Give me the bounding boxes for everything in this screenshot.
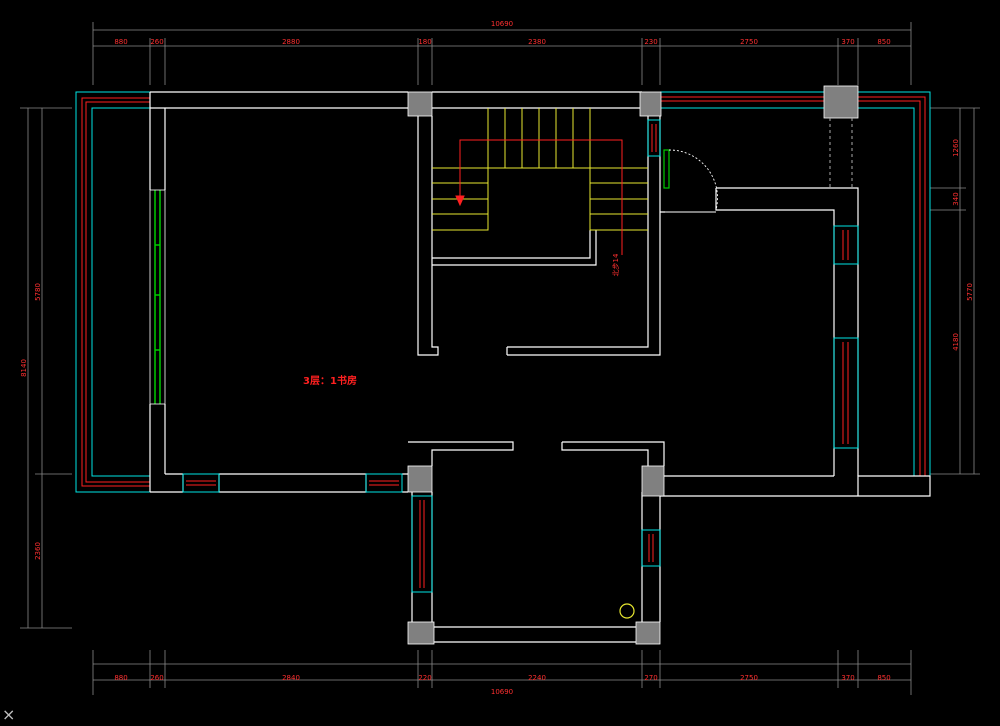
window [365,473,403,493]
dim-top-6: 230 [644,38,657,46]
dim-top-2: 260 [150,38,163,46]
column [639,91,662,117]
sliding-door-left [149,189,166,405]
dim-bottom-3: 2840 [282,674,300,682]
windows [182,118,859,593]
dim-bottom-8: 370 [841,674,854,682]
dim-right-sub: 5770 [966,283,974,301]
dim-top-7: 2750 [740,38,758,46]
room-label: 3层：1书房 [303,374,357,387]
window [411,495,433,593]
floor-drain-fixture [619,603,635,619]
dim-top-5: 2380 [528,38,546,46]
dim-top-8: 370 [841,38,854,46]
dim-top-3: 2880 [282,38,300,46]
dim-right-3: 4180 [952,333,960,351]
dim-top-9: 850 [877,38,890,46]
walls [149,91,931,643]
window [641,529,661,567]
dim-right-1: 1260 [952,139,960,157]
ucs-mark: × [2,705,15,724]
window [647,119,661,157]
dim-top-total: 10690 [491,20,513,28]
dim-bottom-2: 260 [150,674,163,682]
balcony-railing [75,91,931,493]
window [182,473,220,493]
structural-columns [407,85,859,645]
column [823,85,859,119]
dimension-texts: 10690 880 260 2880 180 2380 230 2750 370… [20,20,974,696]
stair-direction-arrow [455,139,623,255]
dim-bottom-6: 270 [644,674,657,682]
column [641,465,665,497]
dim-bottom-7: 2750 [740,674,758,682]
dim-top-1: 880 [114,38,127,46]
column [407,621,435,645]
dim-bottom-1: 880 [114,674,127,682]
dim-top-4: 180 [418,38,431,46]
column [635,621,661,645]
dim-left-1: 5780 [34,283,42,301]
stair-label: 北步14 [612,253,620,276]
swing-door [663,149,718,213]
dim-bottom-5: 2240 [528,674,546,682]
dim-bottom-total: 10690 [491,688,513,696]
dim-bottom-9: 850 [877,674,890,682]
dim-left-2: 2360 [34,542,42,560]
dim-left-total: 8140 [20,359,28,377]
dimension-lines [20,22,980,695]
column [407,91,433,117]
staircase [432,108,648,231]
dim-bottom-4: 220 [418,674,431,682]
window [833,225,859,265]
column [407,465,433,493]
window [833,337,859,449]
dim-right-2: 340 [952,192,960,205]
